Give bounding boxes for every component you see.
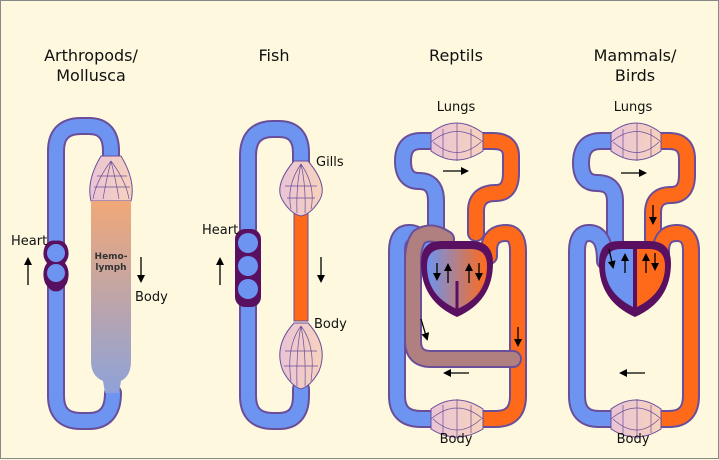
heart-label-fish: Heart bbox=[202, 223, 238, 238]
fish-artery bbox=[293, 212, 309, 322]
body-label-arthropod: Body bbox=[135, 290, 168, 305]
title-arthropods: Arthropods/ bbox=[44, 46, 138, 65]
body-label-reptile: Body bbox=[440, 432, 473, 447]
capillary-lines bbox=[92, 160, 130, 200]
mammal-circulation: Lungs Body bbox=[568, 100, 700, 447]
mammal-body-capillaries bbox=[610, 399, 662, 438]
arthropod-circulation: Hemo- lymph Heart Body bbox=[11, 117, 168, 430]
capillary-bed bbox=[89, 155, 133, 202]
fish-body-capillaries bbox=[279, 322, 323, 390]
title-fish: Fish bbox=[259, 46, 290, 65]
fish-heart bbox=[235, 229, 261, 307]
gills-label: Gills bbox=[316, 155, 344, 170]
body-label-mammal: Body bbox=[617, 432, 650, 447]
fish-circulation: Heart Gills Body bbox=[202, 120, 347, 430]
arrow-in-mammal-right-atrium bbox=[607, 248, 616, 269]
mammal-lung-capillaries bbox=[610, 122, 662, 161]
arthropod-heart bbox=[43, 240, 69, 292]
hemolymph-label-1: Hemo- bbox=[95, 252, 128, 262]
reptile-circulation: Lungs Body bbox=[388, 100, 527, 447]
title-mollusca: Mollusca bbox=[56, 66, 126, 85]
title-mammals: Mammals/ bbox=[594, 46, 677, 65]
hemolymph-label-2: lymph bbox=[95, 263, 126, 273]
reptile-heart bbox=[421, 241, 493, 317]
title-reptils: Reptils bbox=[429, 46, 483, 65]
gills-capillaries bbox=[279, 160, 323, 217]
lungs-label-mammal: Lungs bbox=[614, 100, 653, 115]
lungs-label-reptile: Lungs bbox=[437, 100, 476, 115]
arrow-down-reptile-mixed bbox=[420, 318, 430, 341]
body-label-fish: Body bbox=[314, 317, 347, 332]
title-birds: Birds bbox=[615, 66, 655, 85]
hemolymph-sinus bbox=[91, 201, 131, 393]
heart-label-arthropod: Heart bbox=[11, 234, 47, 249]
